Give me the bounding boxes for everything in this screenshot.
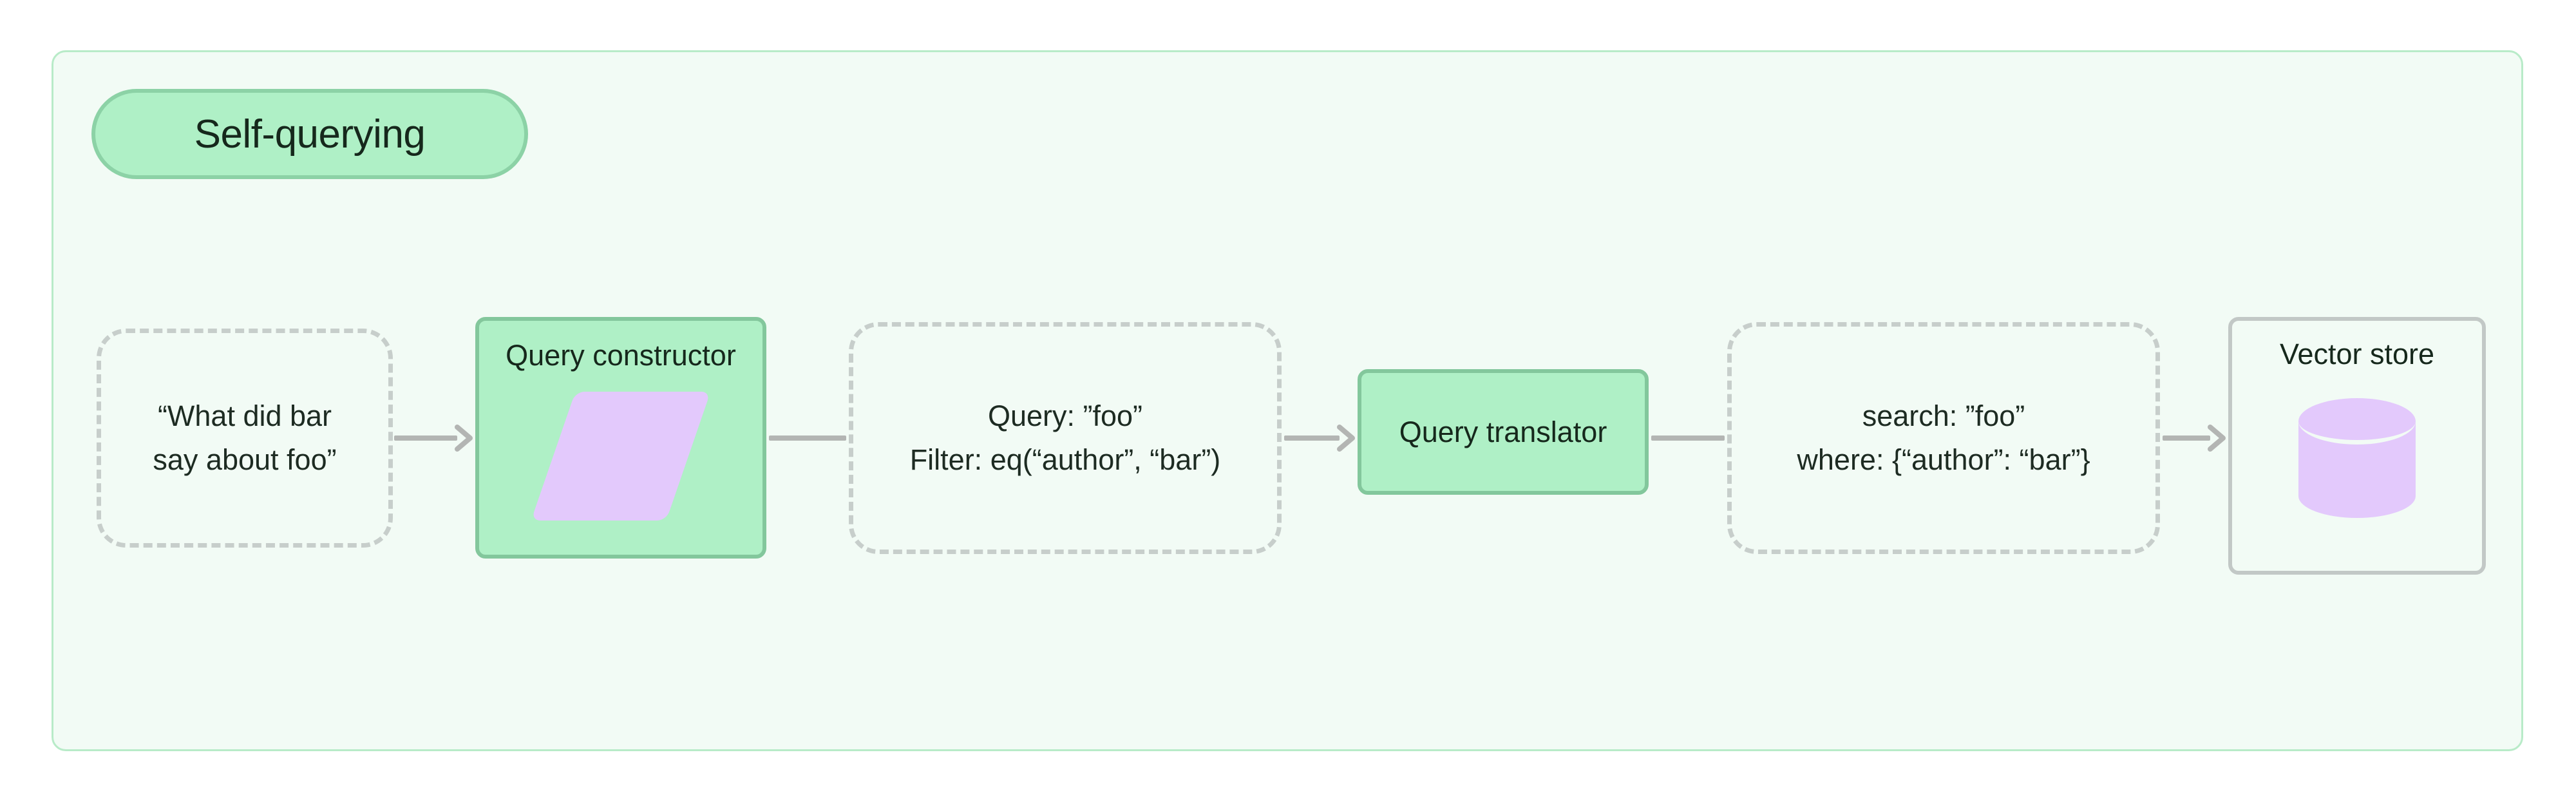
edge-line (2163, 436, 2210, 441)
subgraph-title-badge: Self-querying (91, 89, 528, 179)
node-vector-store[interactable]: Vector store (2228, 317, 2486, 575)
cylinder-top-ellipse (2298, 398, 2416, 445)
arrowhead-icon (2208, 424, 2227, 452)
edge-query-constructor-to-query-filter (769, 416, 846, 461)
node-search-where-line-1: search: ”foo” (1862, 399, 2025, 432)
node-question[interactable]: “What did bar say about foo” (97, 329, 393, 548)
node-vector-store-label: Vector store (2279, 338, 2435, 370)
edge-query-filter-to-query-translator (1284, 416, 1356, 461)
node-query-translator-label: Query translator (1399, 415, 1607, 448)
parallelogram-shape-icon (531, 392, 711, 521)
node-query-constructor[interactable]: Query constructor (475, 317, 766, 559)
arrowhead-icon (1337, 424, 1356, 452)
node-question-line-2: say about foo” (153, 443, 337, 476)
edge-question-to-query-constructor (394, 416, 474, 461)
node-search-where[interactable]: search: ”foo” where: {“author”: “bar”} (1727, 322, 2160, 554)
edge-line (1651, 436, 1725, 441)
edge-search-where-to-vector-store (2163, 416, 2227, 461)
edge-line (1284, 436, 1340, 441)
node-search-where-line-2: where: {“author”: “bar”} (1797, 443, 2090, 476)
database-cylinder-icon (2298, 398, 2416, 527)
edge-query-translator-to-search-where (1651, 416, 1725, 461)
node-query-translator[interactable]: Query translator (1358, 369, 1649, 495)
node-query-filter-line-2: Filter: eq(“author”, “bar”) (909, 443, 1221, 476)
subgraph-title-label: Self-querying (194, 111, 426, 157)
edge-line (769, 436, 846, 441)
node-question-line-1: “What did bar (157, 399, 332, 432)
node-query-constructor-label: Query constructor (506, 339, 736, 372)
node-query-filter-line-1: Query: ”foo” (987, 399, 1143, 432)
node-query-filter[interactable]: Query: ”foo” Filter: eq(“author”, “bar”) (849, 322, 1282, 554)
arrowhead-icon (455, 424, 474, 452)
edge-line (394, 436, 457, 441)
